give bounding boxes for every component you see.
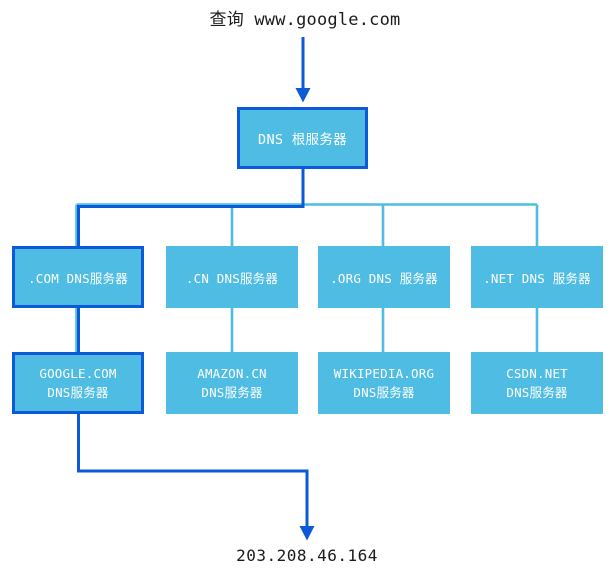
node-label: .ORG DNS 服务器 [330, 270, 438, 286]
node-label-line1: AMAZON.CN [197, 366, 267, 381]
resolved-ip-label: 203.208.46.164 [236, 546, 378, 565]
node-label-line2: DNS服务器 [47, 385, 109, 400]
node-label-line2: DNS服务器 [201, 385, 263, 400]
node-dns-root-server[interactable]: DNS 根服务器 [237, 107, 368, 169]
node-label: .COM DNS服务器 [28, 270, 128, 286]
node-label: .CN DNS服务器 [185, 270, 279, 286]
query-label: 查询 www.google.com [209, 10, 401, 30]
node-label-line2: DNS服务器 [506, 385, 568, 400]
answer-arrowhead [299, 526, 315, 541]
node-label-line1: WIKIPEDIA.ORG [333, 366, 435, 381]
node-label-line1: GOOGLE.COM [39, 366, 117, 381]
node-tld-net[interactable]: .NET DNS 服务器 [471, 246, 603, 308]
node-label-line1: CSDN.NET [506, 366, 568, 381]
query-arrowhead [295, 88, 311, 103]
node-authoritative-amazon-cn[interactable]: AMAZON.CN DNS服务器 [166, 352, 298, 414]
node-tld-org[interactable]: .ORG DNS 服务器 [318, 246, 450, 308]
node-tld-com[interactable]: .COM DNS服务器 [12, 246, 144, 308]
node-label: .NET DNS 服务器 [483, 270, 591, 286]
node-authoritative-csdn-net[interactable]: CSDN.NET DNS服务器 [471, 352, 603, 414]
node-tld-cn[interactable]: .CN DNS服务器 [166, 246, 298, 308]
node-authoritative-wikipedia-org[interactable]: WIKIPEDIA.ORG DNS服务器 [318, 352, 450, 414]
node-label: DNS 根服务器 [258, 132, 347, 148]
node-authoritative-google-com[interactable]: GOOGLE.COM DNS服务器 [12, 352, 144, 414]
bus-line-highlight [77, 205, 305, 247]
answer-route [77, 413, 309, 529]
node-label-line2: DNS服务器 [353, 385, 415, 400]
